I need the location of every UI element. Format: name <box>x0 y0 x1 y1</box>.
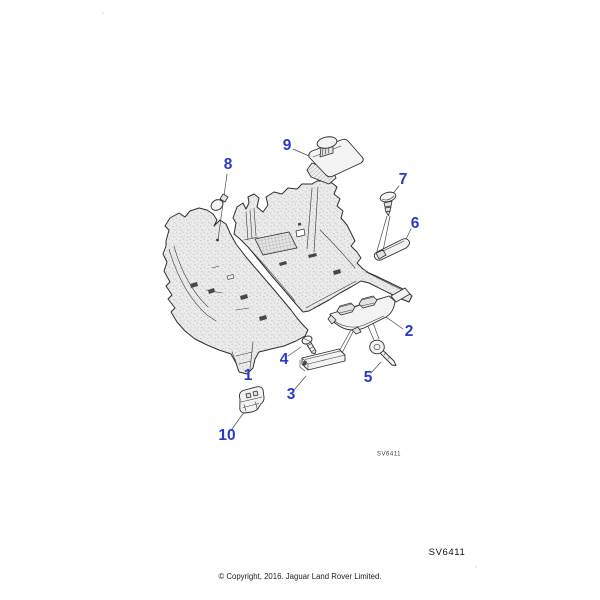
carpet-piece-left <box>162 207 309 375</box>
trim-clip-7 <box>376 185 400 257</box>
clip-10 <box>231 386 265 430</box>
drawing-code-small: SV6411 <box>377 452 401 458</box>
drawing-code: SV6411 <box>429 547 466 558</box>
scan-artifact <box>475 566 477 568</box>
screw-4 <box>287 335 317 357</box>
callout-2[interactable]: 2 <box>405 323 414 340</box>
copyright-line: © Copyright, 2016. Jaguar Land Rover Lim… <box>218 572 381 581</box>
footrest-knob <box>316 136 338 158</box>
carpet-clip-8 <box>210 173 229 241</box>
footrest-part <box>306 136 364 253</box>
retainer-3 <box>293 348 346 391</box>
callout-5[interactable]: 5 <box>364 369 373 386</box>
sill-tread-trim-2 <box>327 295 404 356</box>
stud-washer-5 <box>369 339 397 374</box>
sill-strip-6 <box>373 228 412 261</box>
callout-3[interactable]: 3 <box>287 386 296 403</box>
leader-lines <box>249 148 310 370</box>
scan-artifact <box>102 12 104 14</box>
callout-4[interactable]: 4 <box>280 351 289 368</box>
carpet-piece-right <box>232 180 413 313</box>
callout-8[interactable]: 8 <box>224 156 233 173</box>
callout-numbers: 1 2 3 4 5 6 7 8 9 10 <box>218 137 419 444</box>
trim-clip-block <box>358 295 378 309</box>
callout-6[interactable]: 6 <box>411 215 420 232</box>
callout-9[interactable]: 9 <box>283 137 292 154</box>
callout-1[interactable]: 1 <box>244 367 253 384</box>
callout-10[interactable]: 10 <box>218 427 235 444</box>
callout-7[interactable]: 7 <box>399 171 408 188</box>
footrest-bracket <box>306 162 337 185</box>
footrest-pad-area <box>254 231 298 256</box>
